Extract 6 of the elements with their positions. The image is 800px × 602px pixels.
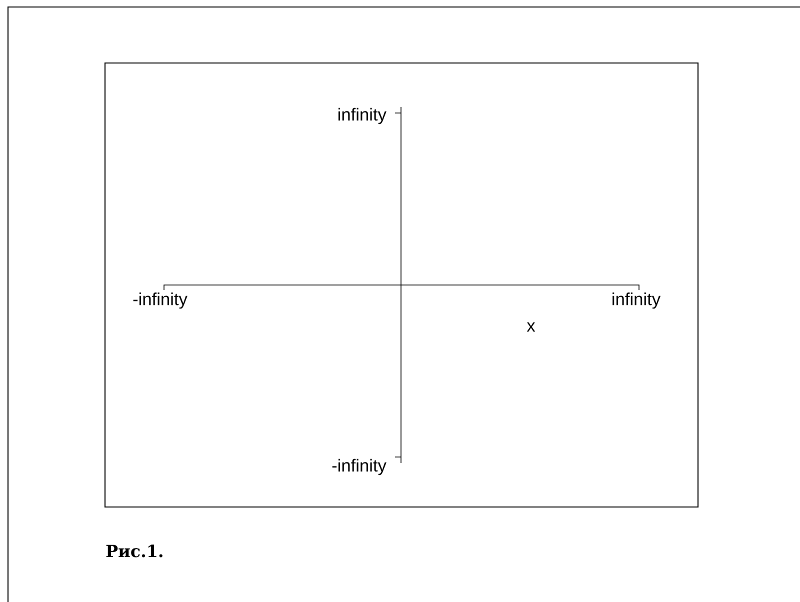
tick-label: -infinity [133,292,188,309]
axis-title: x [526,322,536,332]
figure-caption: Рис.1. [106,544,162,558]
tick-label: -infinity [332,458,386,476]
tick-label: infinity [612,292,661,309]
tick-label: infinity [338,108,386,124]
